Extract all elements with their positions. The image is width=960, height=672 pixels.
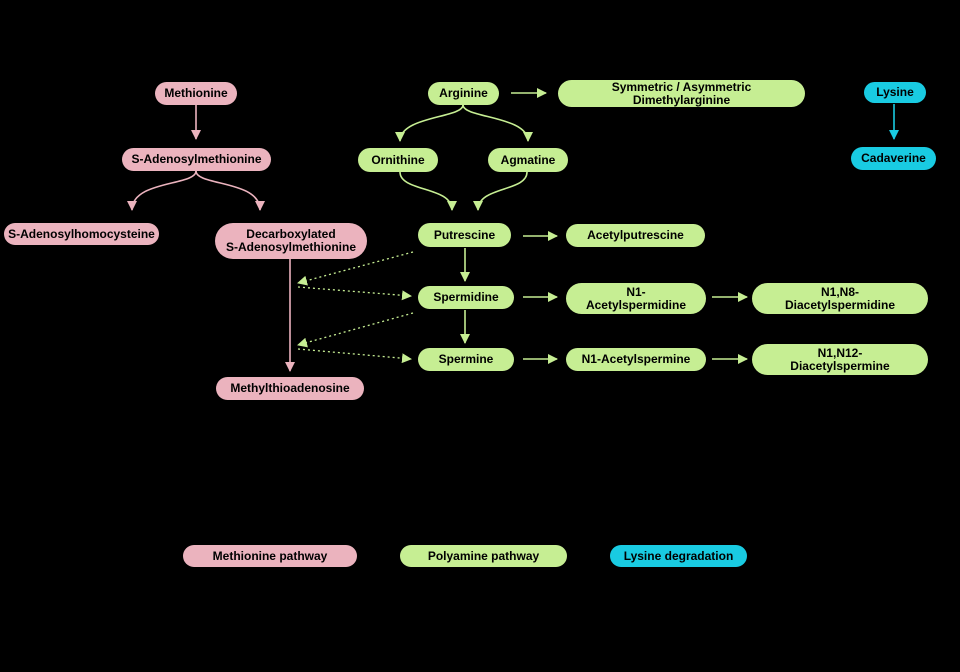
node-dimethylarginine: Symmetric / Asymmetric Dimethylarginine (558, 80, 805, 107)
node-agmatine: Agmatine (488, 148, 568, 172)
edge-arginine-to-agmatine (462, 104, 533, 142)
node-acetylputrescine: Acetylputrescine (566, 224, 705, 247)
node-arginine: Arginine (428, 82, 499, 105)
node-methionine: Methionine (155, 82, 237, 105)
node-n1n12-diacetylspermine: N1,N12- Diacetylspermine (752, 344, 928, 375)
edge-arginine-to-ornithine (395, 104, 464, 142)
node-s-adenosylhomocysteine: S-Adenosylhomocysteine (4, 223, 159, 245)
dotted-dcsam-to-spermidine (297, 286, 412, 301)
edge-sam-to-dcsam (195, 170, 265, 211)
edge-agmatine-to-putrescine (473, 171, 528, 211)
node-cadaverine: Cadaverine (851, 147, 936, 170)
node-ornithine: Ornithine (358, 148, 438, 172)
node-spermidine: Spermidine (418, 286, 514, 309)
node-putrescine: Putrescine (418, 223, 511, 247)
legend-methionine-pathway: Methionine pathway (183, 545, 357, 567)
edge-sam-to-sah (127, 170, 197, 211)
node-s-adenosylmethionine: S-Adenosylmethionine (122, 148, 271, 171)
legend-lysine-degradation: Lysine degradation (610, 545, 747, 567)
dotted-dcsam-to-spermine (297, 348, 412, 364)
node-methylthioadenosine: Methylthioadenosine (216, 377, 364, 400)
node-n1-acetylspermine: N1-Acetylspermine (566, 348, 706, 371)
node-n1-acetylspermidine: N1- Acetylspermidine (566, 283, 706, 314)
node-decarboxylated-sam: Decarboxylated S-Adenosylmethionine (215, 223, 367, 259)
edge-ornithine-to-putrescine (399, 171, 457, 211)
dotted-spermidine-to-mta (297, 312, 414, 348)
node-n1n8-diacetylspermidine: N1,N8- Diacetylspermidine (752, 283, 928, 314)
node-lysine: Lysine (864, 82, 926, 103)
node-spermine: Spermine (418, 348, 514, 371)
legend-polyamine-pathway: Polyamine pathway (400, 545, 567, 567)
